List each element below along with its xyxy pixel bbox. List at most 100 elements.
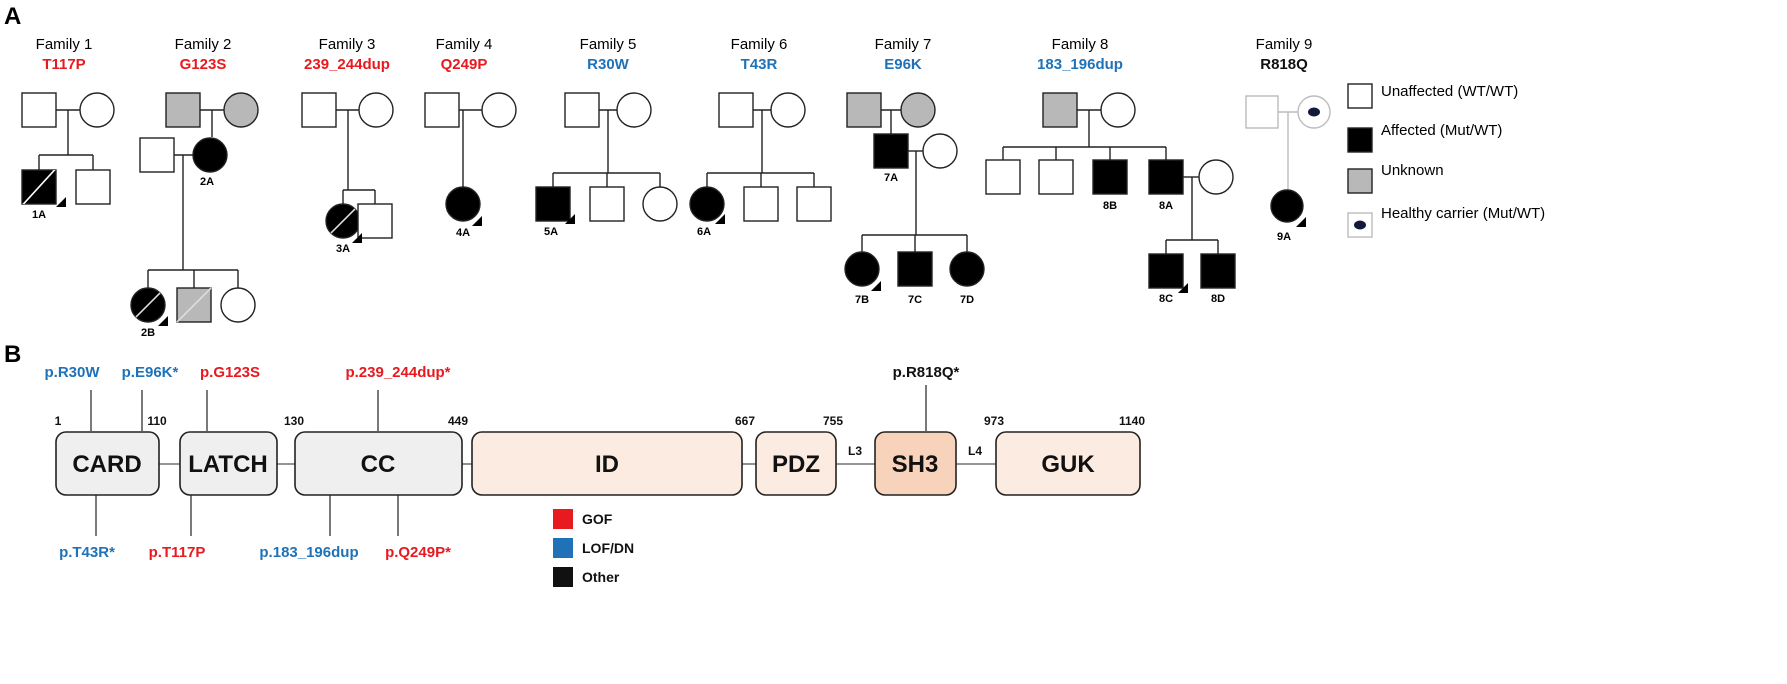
unaffected-female	[358, 92, 394, 128]
mother-symbol	[79, 92, 115, 128]
proband-arrow	[56, 197, 66, 207]
domain-cc-label: CC	[361, 451, 396, 478]
family-header-8: Family 8 183_196dup	[1037, 36, 1123, 73]
affected-female-7D	[949, 251, 985, 287]
pedigree-family-9	[1245, 95, 1331, 227]
proband-arrow	[715, 214, 725, 224]
id-8C: 8C	[1159, 293, 1173, 305]
unaffected-male	[985, 159, 1021, 195]
family-header-1: Family 1 T117P	[36, 36, 93, 73]
id-6A: 6A	[697, 226, 711, 238]
domain-latch-label: LATCH	[188, 451, 268, 478]
family-header-3: Family 3 239_244dup	[304, 36, 390, 73]
domain-id-label: ID	[595, 451, 619, 478]
affected-male-8B	[1092, 159, 1128, 195]
unaffected-male	[139, 137, 175, 173]
family-title: Family 8	[1052, 36, 1109, 53]
unaffected-female	[642, 186, 678, 222]
unaffected-male	[743, 186, 779, 222]
pedigree-family-3	[301, 92, 394, 243]
unknown-male	[1042, 92, 1078, 128]
unaffected-female	[770, 92, 806, 128]
mutation-239-244dup: p.239_244dup*	[345, 364, 450, 381]
mutation-e96k: p.E96K*	[122, 364, 179, 381]
family-variant: G123S	[180, 56, 227, 73]
affected-female-6A	[689, 186, 725, 222]
mutation-183-196dup: p.183_196dup	[259, 544, 358, 561]
pedigree-family-7	[844, 92, 985, 291]
proband-arrow	[472, 216, 482, 226]
id-2A: 2A	[200, 176, 214, 188]
id-4A: 4A	[456, 227, 470, 239]
family-header-6: Family 6 T43R	[731, 36, 788, 73]
affected-male-8D	[1200, 253, 1236, 289]
id-7A: 7A	[884, 172, 898, 184]
position-667: 667	[735, 414, 755, 428]
affected-male-8C	[1148, 253, 1184, 289]
unaffected-male	[301, 92, 337, 128]
position-110: 110	[147, 414, 167, 428]
id-3A: 3A	[336, 243, 350, 255]
family-title: Family 3	[319, 36, 376, 53]
id-8A: 8A	[1159, 200, 1173, 212]
affected-female-4A	[445, 186, 481, 222]
proband-arrow	[871, 281, 881, 291]
unaffected-male	[589, 186, 625, 222]
unaffected-male	[357, 203, 393, 239]
family-variant: 239_244dup	[304, 56, 390, 73]
unaffected-male	[1038, 159, 1074, 195]
domain-sh3	[874, 431, 957, 496]
mutation-q249p: p.Q249P*	[385, 544, 451, 561]
legend-unaffected-symbol	[1347, 83, 1373, 109]
domain-card	[55, 431, 160, 496]
family-variant: Q249P	[441, 56, 488, 73]
family-variant: 183_196dup	[1037, 56, 1123, 73]
id-1A: 1A	[32, 209, 46, 221]
family-title: Family 2	[175, 36, 232, 53]
legend-unknown-label: Unknown	[1381, 162, 1444, 179]
domain-latch	[179, 431, 278, 496]
domain-pdz-label: PDZ	[772, 451, 820, 478]
domain-sh3-label: SH3	[892, 451, 939, 478]
pedigree-family-8	[985, 92, 1236, 293]
affected-female-2A	[192, 137, 228, 173]
unaffected-male	[564, 92, 600, 128]
family-variant: T117P	[42, 56, 85, 73]
family-title: Family 6	[731, 36, 788, 53]
proband-arrow	[1296, 217, 1306, 227]
unknown-female	[900, 92, 936, 128]
family-variant: E96K	[884, 56, 922, 73]
position-1: 1	[55, 414, 62, 428]
affected-female-7B	[844, 251, 880, 287]
id-7D: 7D	[960, 294, 974, 306]
family-variant: T43R	[741, 56, 778, 73]
family-title: Family 9	[1256, 36, 1313, 53]
mutation-r30w: p.R30W	[44, 364, 100, 381]
unaffected-female	[922, 133, 958, 169]
proband-arrow	[1178, 283, 1188, 293]
position-449: 449	[448, 414, 468, 428]
pedigree-family-2	[130, 92, 259, 326]
position-1140: 1140	[1119, 414, 1145, 428]
unaffected-female	[1100, 92, 1136, 128]
pedigree-family-6	[689, 92, 832, 224]
family-title: Family 5	[580, 36, 637, 53]
family-title: Family 1	[36, 36, 93, 53]
id-7B: 7B	[855, 294, 869, 306]
domain-pdz	[755, 431, 837, 496]
id-7C: 7C	[908, 294, 922, 306]
affected-male-7A	[873, 133, 909, 169]
position-755: 755	[823, 414, 843, 428]
legend-affected-label: Affected (Mut/WT)	[1381, 122, 1502, 139]
family-header-9: Family 9 R818Q	[1256, 36, 1313, 73]
pedigree-family-4	[424, 92, 517, 226]
id-9A: 9A	[1277, 231, 1291, 243]
unknown-male	[165, 92, 201, 128]
unaffected-female	[220, 287, 256, 323]
mutation-t43r: p.T43R*	[59, 544, 115, 561]
proband-arrow	[565, 214, 575, 224]
unaffected-male	[75, 169, 111, 205]
legend-other-swatch	[553, 567, 573, 587]
panel-label-b: B	[4, 341, 21, 368]
